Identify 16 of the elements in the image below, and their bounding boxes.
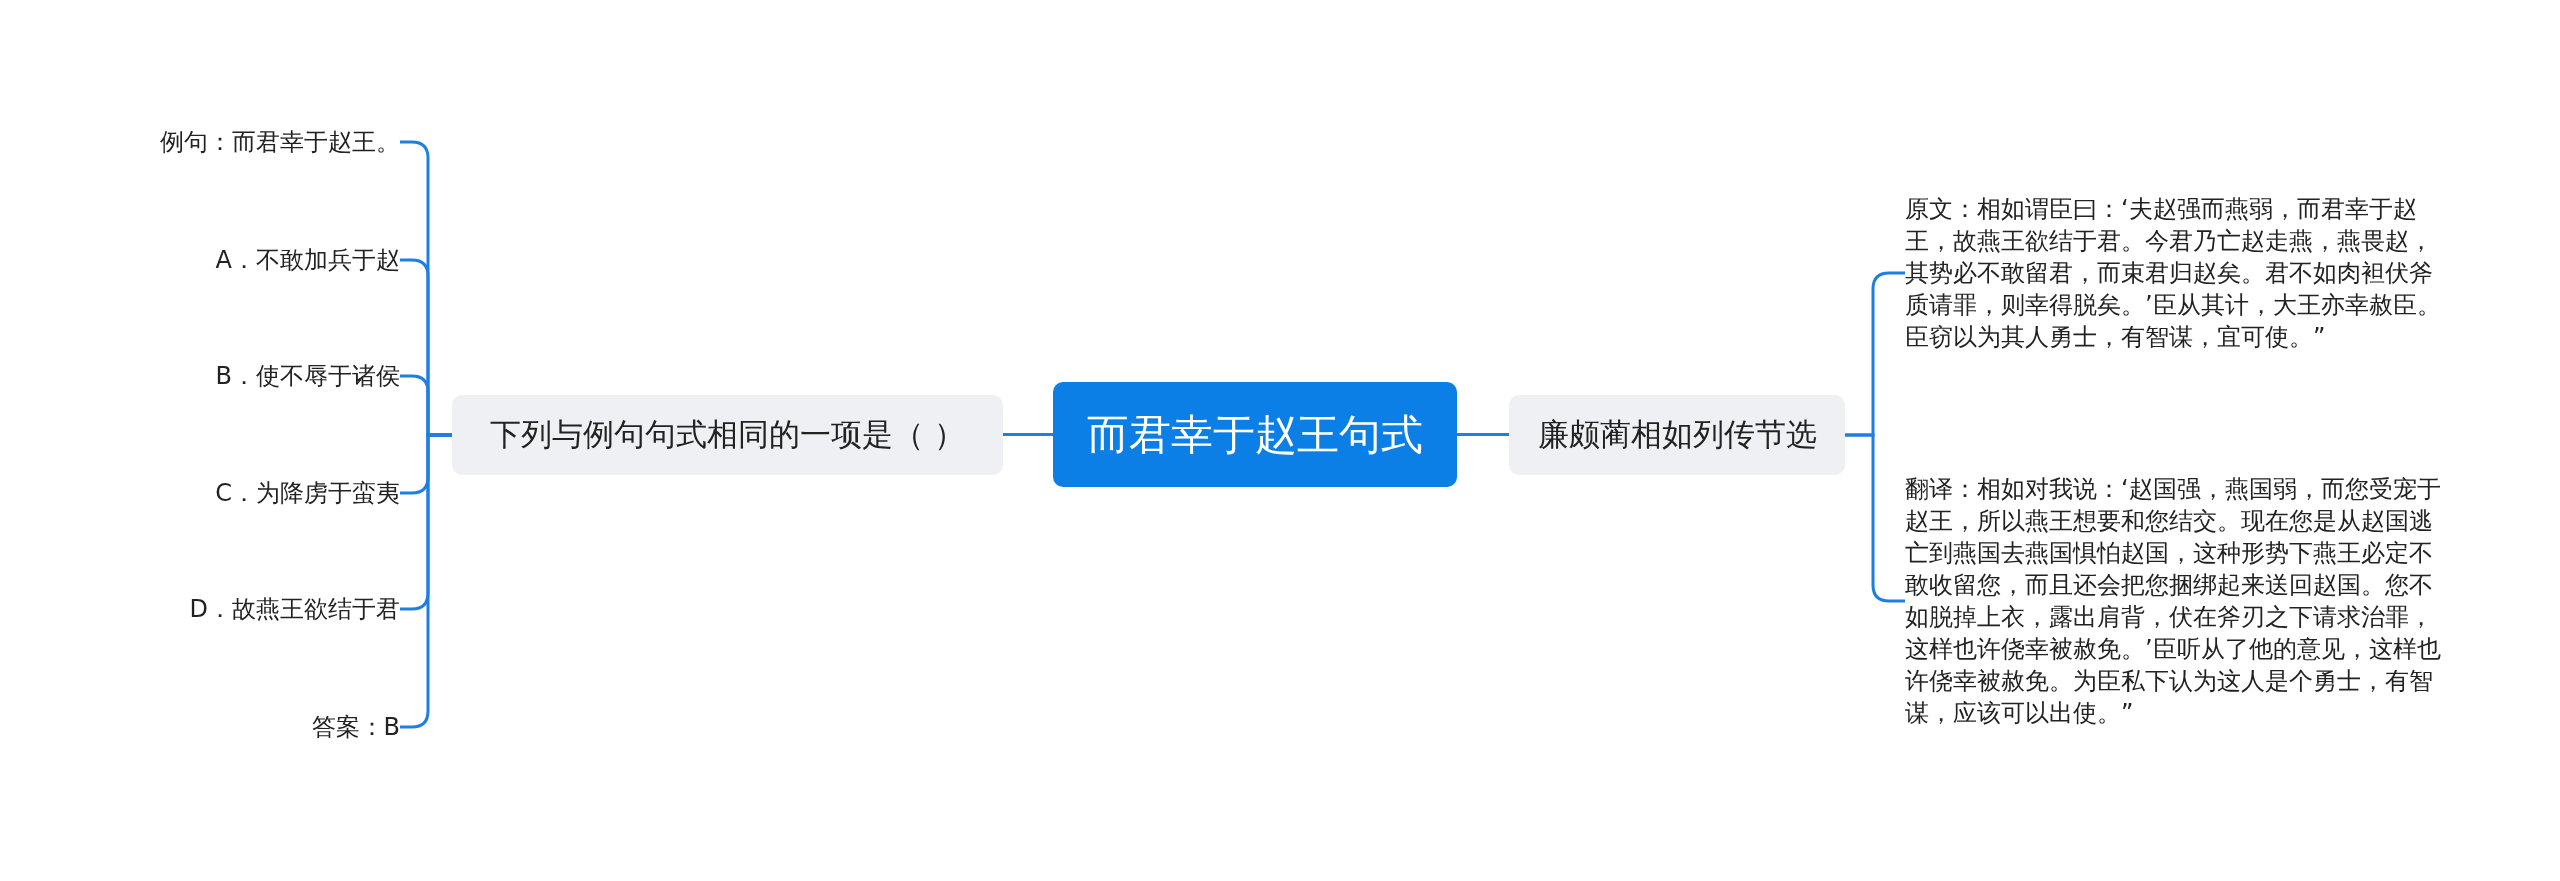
- root-topic-box: [1053, 382, 1457, 487]
- topic-box: [1509, 395, 1845, 475]
- topic-label: 而君幸于赵王句式: [1087, 408, 1423, 461]
- topic-text: A．不敢加兵于赵: [215, 245, 400, 276]
- topic-text: 例句：而君幸于赵王。: [160, 127, 400, 158]
- topic-box: [452, 395, 1003, 475]
- topic-text: D．故燕王欲结于君: [189, 594, 400, 625]
- topic-label: 下列与例句句式相同的一项是（ ）: [490, 415, 965, 454]
- topic-label: 廉颇蔺相如列传节选: [1537, 415, 1817, 454]
- connector-line: [1003, 433, 1053, 436]
- connector-line: [1457, 433, 1509, 436]
- topic-text: B．使不辱于诸侯: [215, 361, 400, 392]
- topic-text: 原文：相如谓臣曰：‘夫赵强而燕弱，而君幸于赵王，故燕王欲结于君。今君乃亡赵走燕，燕畏赵，其势必不敢留君，而束君归赵矣。君不如肉袒伏斧质请罪，则幸得脱矣。’臣从其计，大王亦幸赦臣。臣窃以为其人勇士，有智谋，宜可使。”: [1905, 194, 2442, 353]
- topic-text: 答案：B: [311, 712, 400, 743]
- topic-text: 翻译：相如对我说：‘赵国强，燕国弱，而您受宠于赵王，所以燕王想要和您结交。现在您是从赵国逃亡到燕国去燕国惧怕赵国，这种形势下燕王必定不敢收留您，而且还会把您捆绑起来送回赵国。您不如脱掉上衣，露出肩背，伏在斧刃之下请求治罪，这样也许侥幸被赦免。’臣听从了他的意见，这样也许侥幸被赦免。为臣私下认为这人是个勇士，有智谋，应该可以出使。”: [1905, 474, 2442, 729]
- topic-text: C．为降虏于蛮夷: [215, 478, 400, 509]
